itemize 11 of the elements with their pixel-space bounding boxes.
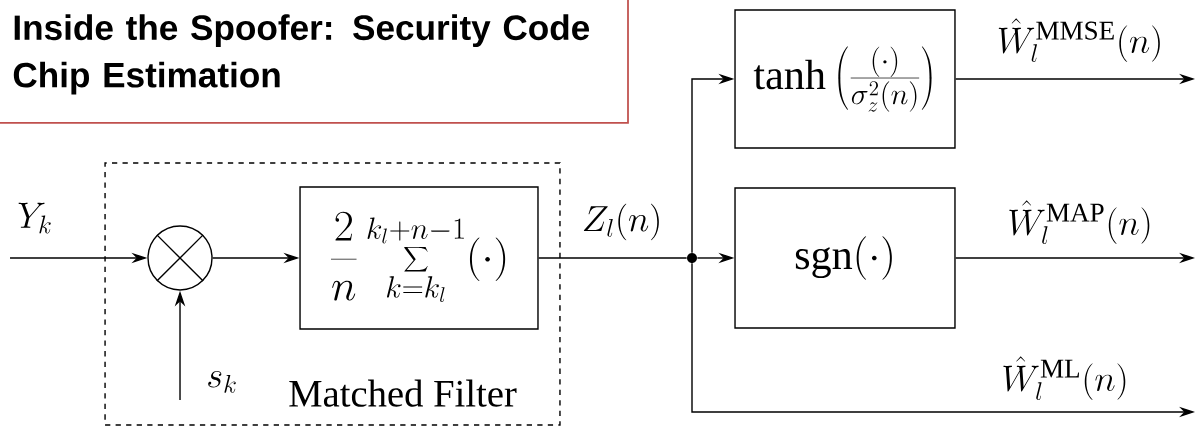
sign-box: $\mathrm{sgn}(\cdot)$	[734, 187, 956, 329]
multiplier-circle	[147, 225, 213, 291]
edge-label: $\hat{W}_l^{\mathrm{ML}}(n)$	[999, 354, 1131, 402]
summation-box: $\frac{2}{n}\sum_{k=k_l}^{k_l+n-1}(\cdot)$	[299, 186, 539, 330]
title-box: Inside the Spoofer: Security Code Chip Estimation	[0, 0, 629, 124]
edge-label: $\hat{W}_l^{\mathrm{MAP}}(n)$	[1005, 198, 1155, 246]
edge-label: $Z_l(n)$	[580, 202, 664, 242]
tanh-box: $\tanh\left(\frac{(\cdot)}{\sigma_z^2(n)}\right)$	[734, 9, 956, 149]
edge-label: $\hat{W}_l^{\mathrm{MMSE}}(n)$	[995, 16, 1165, 64]
edge-label: $Y_k$	[15, 201, 55, 235]
edge-label: $s_k$	[204, 369, 240, 395]
